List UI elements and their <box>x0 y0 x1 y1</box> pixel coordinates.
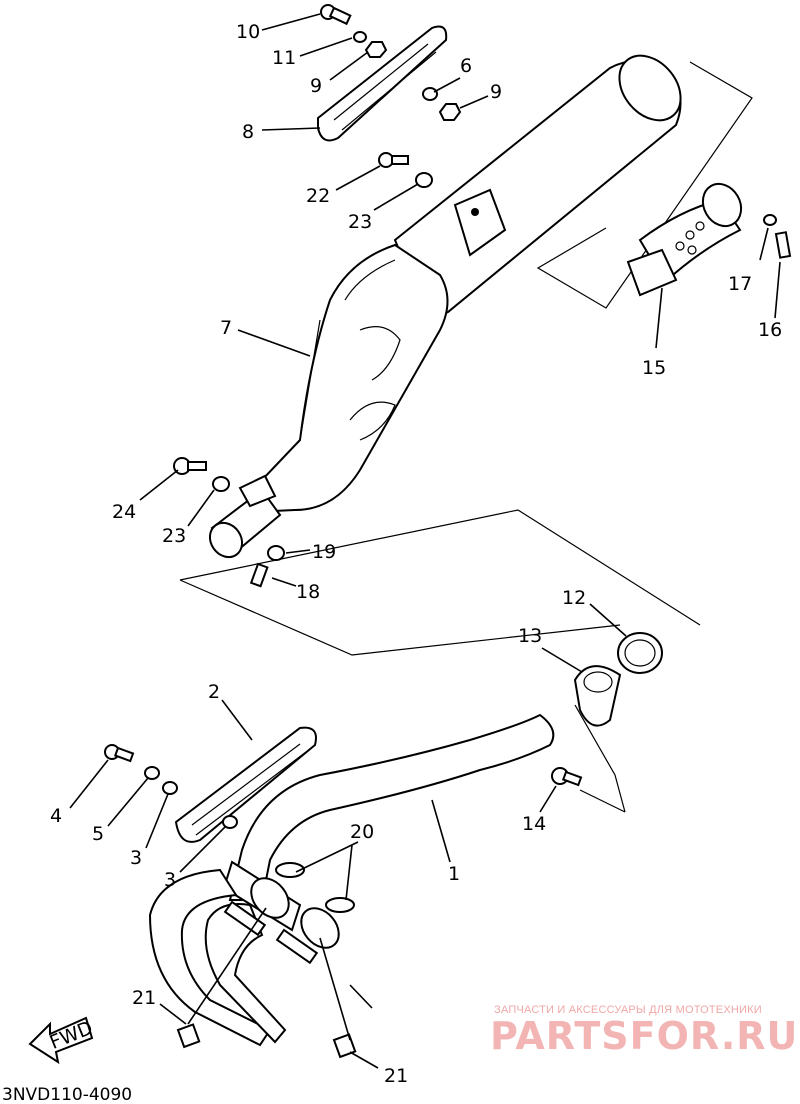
callout-15: 15 <box>642 357 666 379</box>
callout-2: 2 <box>208 681 220 703</box>
lower-group-frame <box>179 509 701 813</box>
callout-1: 1 <box>448 863 460 885</box>
leader-lines <box>69 13 781 1069</box>
callout-5: 5 <box>92 823 104 845</box>
callout-9-upper: 9 <box>310 75 322 97</box>
callout-20: 20 <box>350 821 374 843</box>
callout-6: 6 <box>460 55 472 77</box>
callout-13: 13 <box>518 625 542 647</box>
callout-23-upper: 23 <box>348 211 372 233</box>
callout-18: 18 <box>296 581 320 603</box>
callout-17: 17 <box>728 273 752 295</box>
callout-19: 19 <box>312 541 336 563</box>
callout-24: 24 <box>112 501 136 523</box>
callout-labels: 10 11 9 6 9 8 22 23 7 17 16 15 24 23 19 … <box>50 21 782 1087</box>
watermark-tagline: ЗАПЧАСТИ И АКСЕССУАРЫ ДЛЯ МОТОТЕХНИКИ <box>494 1004 762 1016</box>
callout-10: 10 <box>236 21 260 43</box>
callout-12: 12 <box>562 587 586 609</box>
callout-11: 11 <box>272 47 296 69</box>
lower-fasteners <box>104 744 583 1059</box>
callout-7: 7 <box>220 317 232 339</box>
spark-arrestor <box>626 182 792 297</box>
fwd-arrow-icon: FWD <box>28 1016 96 1065</box>
heat-protector-upper <box>317 25 448 142</box>
callout-3-upper: 3 <box>130 847 142 869</box>
muffler-group-frame <box>536 61 753 309</box>
callout-23-lower: 23 <box>162 525 186 547</box>
joint-gasket <box>573 632 663 727</box>
callout-4: 4 <box>50 805 62 827</box>
heat-protector-lower <box>174 726 317 843</box>
muffler <box>208 54 682 559</box>
upper-fasteners <box>173 4 462 588</box>
callout-14: 14 <box>522 813 546 835</box>
exhaust-pipe <box>148 713 555 1047</box>
callout-8: 8 <box>242 121 254 143</box>
callout-22: 22 <box>306 185 330 207</box>
callout-3-lower: 3 <box>164 869 176 891</box>
callout-16: 16 <box>758 319 782 341</box>
fwd-label: FWD <box>47 1017 96 1054</box>
diagram-code: 3NVD110-4090 <box>2 1085 132 1104</box>
callout-9-right: 9 <box>490 81 502 103</box>
callout-21-left: 21 <box>132 987 156 1009</box>
callout-21-right: 21 <box>384 1065 408 1087</box>
watermark-brand: PARTSFOR.RU <box>490 1014 799 1058</box>
